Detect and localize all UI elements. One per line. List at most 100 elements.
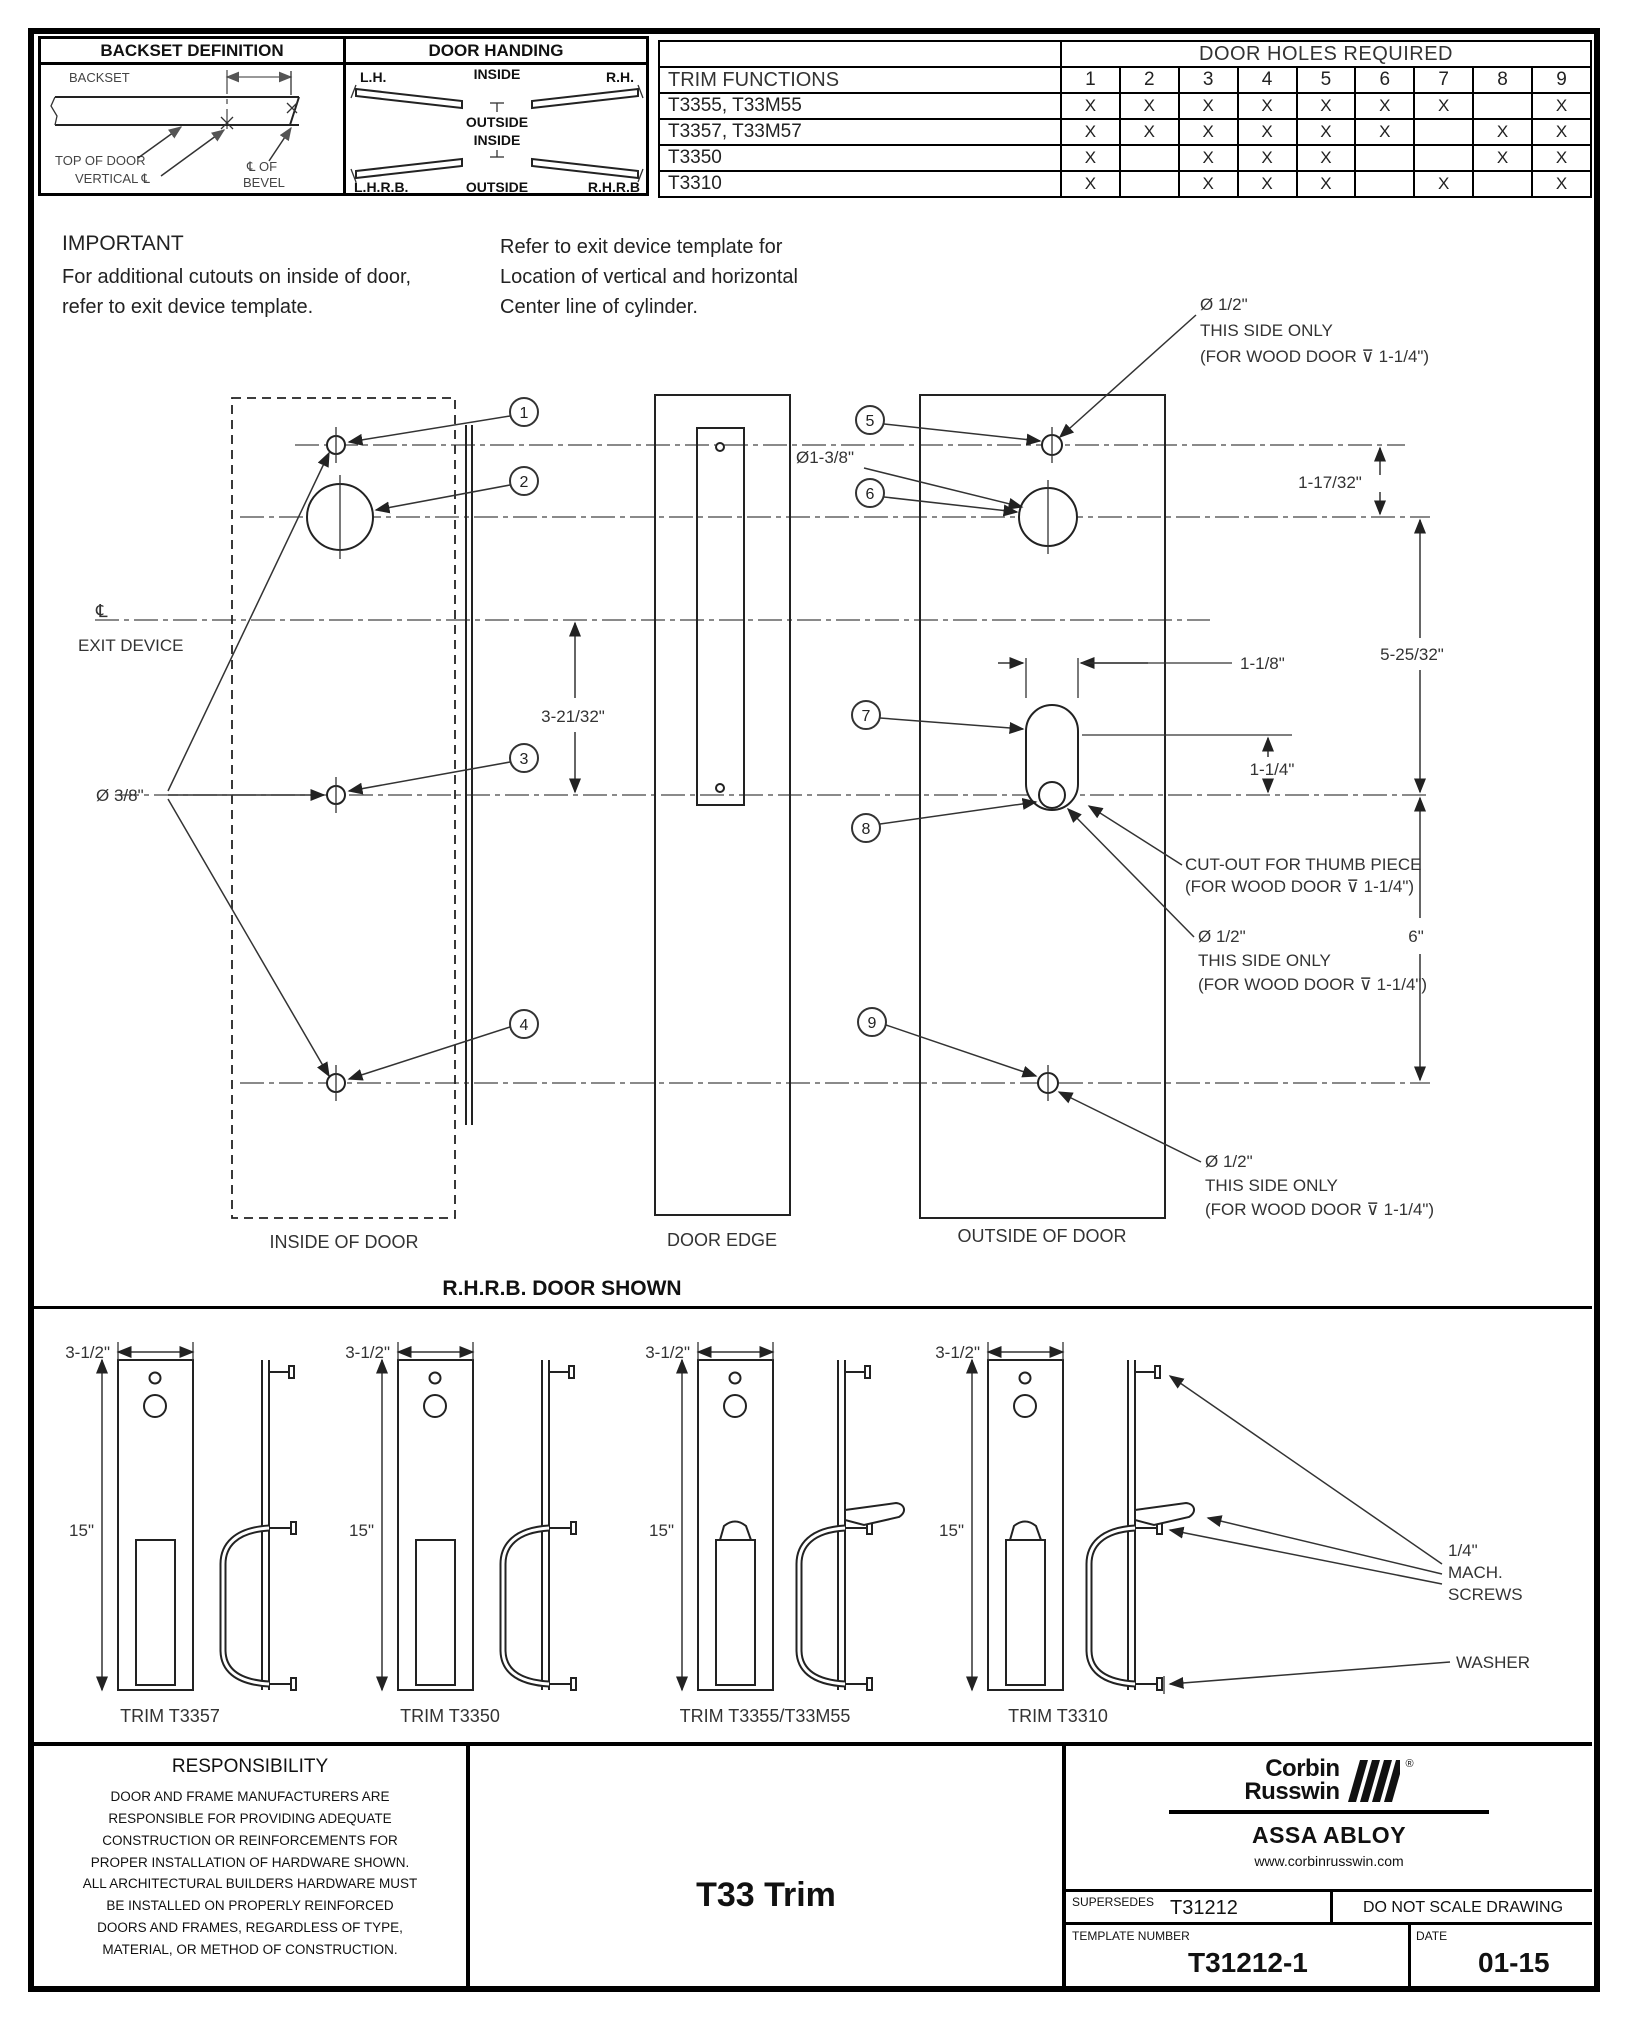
callout-3: 3: [520, 751, 529, 768]
outside-bottom-label: OUTSIDE: [466, 179, 528, 195]
hole-required-cell: [1472, 92, 1533, 120]
sheet-title-box: T33 Trim: [470, 1746, 1066, 1986]
hole-required-cell: X: [1413, 170, 1475, 198]
trim-function-cell: T3350: [658, 144, 1062, 172]
hole-column-header: 9: [1531, 66, 1592, 94]
dim-1-17-32: 1-17/32": [1298, 473, 1362, 492]
hole-required-cell: X: [1531, 92, 1592, 120]
backset-definition-panel: BACKSET DEFINITION BACKSET TOP OF DOOR V…: [38, 36, 346, 196]
hole-column-header: 5: [1295, 66, 1357, 94]
trim-function-cell: T3355, T33M55: [658, 92, 1062, 120]
template-number-label: TEMPLATE NUMBER: [1072, 1929, 1190, 1943]
hole-required-cell: X: [1177, 144, 1239, 172]
backset-label: BACKSET: [69, 70, 130, 85]
inside-bottom-label: INSIDE: [474, 132, 521, 148]
hole-required-cell: [1413, 144, 1475, 172]
hole-required-cell: X: [1118, 92, 1180, 120]
template-number-value: T31212-1: [1188, 1947, 1308, 1978]
hole-required-cell: X: [1295, 92, 1357, 120]
hole-column-header: 1: [1060, 66, 1121, 94]
hole-required-cell: X: [1060, 144, 1121, 172]
this-side-only-mid: THIS SIDE ONLY: [1198, 951, 1331, 970]
hole-required-cell: X: [1236, 92, 1298, 120]
brand-line1: Corbin: [1265, 1755, 1340, 1782]
trim-t3310-label: TRIM T3310: [1008, 1706, 1108, 1726]
hole-required-cell: [1472, 170, 1533, 198]
dim-5-25-32: 5-25/32": [1380, 645, 1444, 664]
title-block: RESPONSIBILITY DOOR AND FRAME MANUFACTUR…: [34, 1742, 1592, 1986]
backset-diagram: BACKSET TOP OF DOOR VERTICAL ℄ ℄ OF BEVE…: [50, 70, 300, 190]
hole-required-cell: X: [1236, 118, 1298, 146]
hole-required-cell: X: [1413, 92, 1475, 120]
wood-door-note-top: (FOR WOOD DOOR ⊽ 1-1/4"): [1200, 347, 1429, 366]
trim-views-drawing: 3-1/2" 15" TRIM T3357 3-1/2" 15" TRIM T3…: [65, 1342, 1530, 1726]
hole-required-cell: X: [1295, 170, 1357, 198]
trim-t3350-label: TRIM T3350: [400, 1706, 500, 1726]
responsibility-text: DOOR AND FRAME MANUFACTURERS ARE RESPONS…: [82, 1789, 418, 1958]
trim-functions-header: TRIM FUNCTIONS: [658, 66, 1062, 94]
inside-of-door-label: INSIDE OF DOOR: [269, 1232, 418, 1252]
website-url: www.corbinrusswin.com: [1254, 1852, 1404, 1869]
top-of-door-label: TOP OF DOOR: [55, 153, 146, 168]
hole-required-cell: [1354, 170, 1416, 198]
hole-required-cell: X: [1295, 118, 1357, 146]
date-value: 01-15: [1478, 1947, 1550, 1978]
washer-label: WASHER: [1456, 1653, 1530, 1672]
dim-1-1-4: 1-1/4": [1250, 760, 1295, 779]
trim1-width-dim: 3-1/2": [65, 1343, 110, 1362]
table-title-row: DOOR HOLES REQUIRED: [658, 40, 1592, 68]
exit-device-label: EXIT DEVICE: [78, 636, 184, 655]
main-template-drawing: 1 2 3 4 5 6 7 8 9 ℄ EXIT DEVICE Ø 3/8" Ø…: [78, 295, 1444, 1300]
trim-t3310-view: 3-1/2" 15" TRIM T3310: [935, 1342, 1196, 1726]
registered-mark: ®: [1405, 1758, 1414, 1770]
inside-top-label: INSIDE: [474, 66, 521, 82]
centerline-symbol: ℄: [95, 601, 108, 621]
inside-of-door-view: [231, 397, 473, 1219]
callout-1: 1: [520, 405, 529, 422]
sheet-title: T33 Trim: [696, 1876, 836, 1914]
door-edge-view: [654, 394, 791, 1216]
lhrb-label: L.H.R.B.: [354, 179, 408, 195]
outside-of-door-view: [919, 394, 1166, 1219]
hole-required-cell: X: [1354, 92, 1416, 120]
outside-top-label: OUTSIDE: [466, 114, 528, 130]
important-note: For additional cutouts on inside of door…: [62, 266, 412, 318]
trim2-width-dim: 3-1/2": [345, 1343, 390, 1362]
supersedes-row: SUPERSEDES T31212 DO NOT SCALE DRAWING: [1066, 1889, 1592, 1922]
vertical-cl-label: VERTICAL ℄: [75, 171, 150, 186]
hole-column-header: 4: [1236, 66, 1298, 94]
brand-box: Corbin Russwin ® ASSA ABLOY www.corbinru…: [1066, 1746, 1592, 1986]
trim2-height-dim: 15": [349, 1521, 374, 1540]
rh-label: R.H.: [606, 69, 634, 85]
trim-t3355-view: 3-1/2" 15" TRIM T3355/T33M55: [645, 1342, 906, 1726]
trim4-width-dim: 3-1/2": [935, 1343, 980, 1362]
trim-function-cell: T3357, T33M57: [658, 118, 1062, 146]
door-handing-panel: DOOR HANDING L.H. INSIDE R.H. OUTSIDE IN…: [343, 36, 649, 196]
template-number-row: TEMPLATE NUMBER T31212-1 DATE 01-15: [1066, 1922, 1592, 1986]
trim3-width-dim: 3-1/2": [645, 1343, 690, 1362]
hole-required-cell: X: [1177, 170, 1239, 198]
cutout-thumb-piece-note: (FOR WOOD DOOR ⊽ 1-1/4"): [1185, 877, 1414, 896]
view-labels: INSIDE OF DOOR DOOR EDGE OUTSIDE OF DOOR…: [269, 1226, 1126, 1300]
responsibility-box: RESPONSIBILITY DOOR AND FRAME MANUFACTUR…: [34, 1746, 470, 1986]
do-not-scale-note: DO NOT SCALE DRAWING: [1362, 1899, 1564, 1916]
hole-required-cell: [1413, 118, 1475, 146]
centerlines: [95, 444, 1430, 1084]
hole-required-cell: X: [1236, 144, 1298, 172]
mach-screws-word2: SCREWS: [1448, 1585, 1523, 1604]
brand-line2: Russwin: [1244, 1777, 1340, 1805]
dim-1-1-8: 1-1/8": [1240, 654, 1285, 673]
trim-function-cell: T3310: [658, 170, 1062, 198]
this-side-only-top: THIS SIDE ONLY: [1200, 321, 1333, 340]
supersedes-label: SUPERSEDES: [1072, 1895, 1155, 1909]
right-annotations: Ø 1/2" THIS SIDE ONLY (FOR WOOD DOOR ⊽ 1…: [796, 295, 1434, 1219]
rhrb-door-shown-caption: R.H.R.B. DOOR SHOWN: [442, 1277, 681, 1300]
backset-definition-title: BACKSET DEFINITION: [41, 39, 343, 65]
mach-screws-word1: MACH.: [1448, 1563, 1503, 1582]
this-side-only-bottom: THIS SIDE ONLY: [1205, 1176, 1338, 1195]
